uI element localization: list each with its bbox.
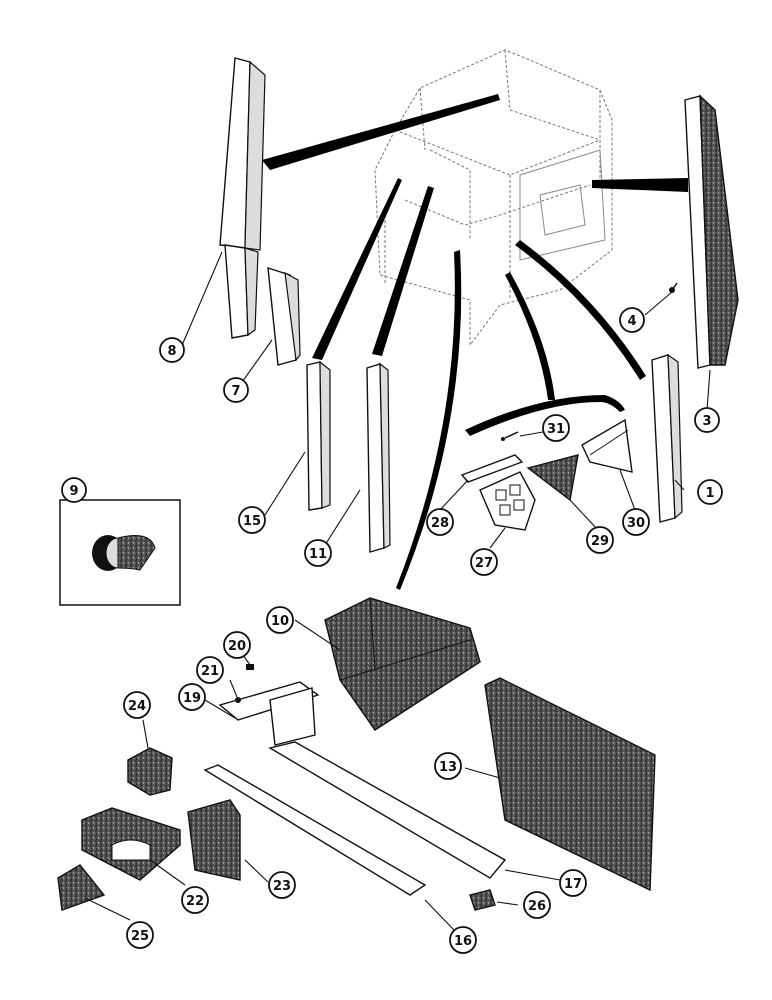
callout-1: 1	[697, 479, 723, 505]
part-8-channel	[219, 57, 266, 339]
callout-7: 7	[223, 377, 249, 403]
leader-lines	[84, 251, 711, 931]
part-25-foam-wedge	[57, 864, 106, 911]
callout-3: 3	[694, 407, 720, 433]
callout-22-label: 22	[186, 894, 204, 909]
part-13-foam-panel	[484, 677, 656, 892]
part-24-foam-block	[127, 747, 173, 796]
callout-17: 17	[559, 869, 587, 897]
callout-31: 31	[542, 414, 570, 442]
callout-30: 30	[622, 508, 650, 536]
part-15-post	[306, 360, 331, 511]
callout-27: 27	[470, 548, 498, 576]
callout-4-label: 4	[627, 314, 636, 329]
part-20-fastener	[246, 664, 254, 670]
callout-25-label: 25	[131, 929, 149, 944]
part-27-grille	[479, 471, 536, 531]
callout-15: 15	[238, 506, 266, 534]
callout-13: 13	[434, 752, 462, 780]
cab-frame	[374, 49, 613, 347]
callout-23-label: 23	[273, 879, 291, 894]
callout-24-label: 24	[128, 699, 146, 714]
callout-10-label: 10	[271, 614, 289, 629]
part-26-block	[469, 889, 496, 911]
callout-24: 24	[123, 691, 151, 719]
callout-8: 8	[159, 337, 185, 363]
callout-29-label: 29	[591, 534, 609, 549]
part-19-plate	[218, 681, 320, 746]
part-22-foam-block	[81, 807, 181, 881]
callout-16: 16	[449, 926, 477, 954]
callout-22: 22	[181, 886, 209, 914]
callout-11-label: 11	[309, 547, 327, 562]
callout-20-label: 20	[228, 639, 246, 654]
leader-bands	[262, 94, 688, 590]
callout-7-label: 7	[231, 384, 240, 399]
callout-19-label: 19	[183, 691, 201, 706]
callout-27-label: 27	[475, 556, 493, 571]
callout-3-label: 3	[702, 414, 711, 429]
part-29-foam-pad	[526, 454, 579, 502]
callout-19: 19	[178, 683, 206, 711]
callout-8-label: 8	[167, 344, 176, 359]
callout-4: 4	[619, 307, 645, 333]
callout-31-label: 31	[547, 422, 565, 437]
callout-28: 28	[426, 508, 454, 536]
part-4-screw	[669, 282, 678, 293]
callout-26: 26	[523, 891, 551, 919]
part-23-foam-block	[187, 799, 241, 881]
callout-17-label: 17	[564, 877, 582, 892]
callout-9-label: 9	[69, 484, 78, 499]
callout-13-label: 13	[439, 760, 457, 775]
callouts: 1 3 4 7 8 9 10 11 13 15 16 17 19 20 21 2…	[61, 307, 723, 954]
part-7-bracket	[267, 267, 301, 366]
callout-15-label: 15	[243, 514, 261, 529]
callout-21-label: 21	[201, 664, 219, 679]
part-10-foam-liner	[324, 597, 481, 731]
callout-10: 10	[266, 606, 294, 634]
part-9-inset	[59, 499, 181, 606]
part-21-fastener	[235, 697, 241, 703]
callout-30-label: 30	[627, 516, 645, 531]
callout-21: 21	[196, 656, 224, 684]
part-30-bracket	[581, 418, 633, 473]
callout-1-label: 1	[705, 486, 714, 501]
callout-11: 11	[304, 539, 332, 567]
part-11-post	[366, 362, 391, 553]
part-16-strip	[203, 764, 427, 896]
part-3-panel	[684, 94, 739, 369]
callout-20: 20	[223, 631, 251, 659]
part-31-screw	[501, 431, 519, 441]
callout-16-label: 16	[454, 934, 472, 949]
part-17-strip	[268, 741, 507, 879]
callout-29: 29	[586, 526, 614, 554]
callout-23: 23	[268, 871, 296, 899]
callout-26-label: 26	[528, 899, 546, 914]
part-1-post	[651, 353, 683, 523]
callout-9: 9	[61, 477, 87, 503]
callout-28-label: 28	[431, 516, 449, 531]
part-28-plate	[460, 454, 524, 483]
callout-25: 25	[126, 921, 154, 949]
